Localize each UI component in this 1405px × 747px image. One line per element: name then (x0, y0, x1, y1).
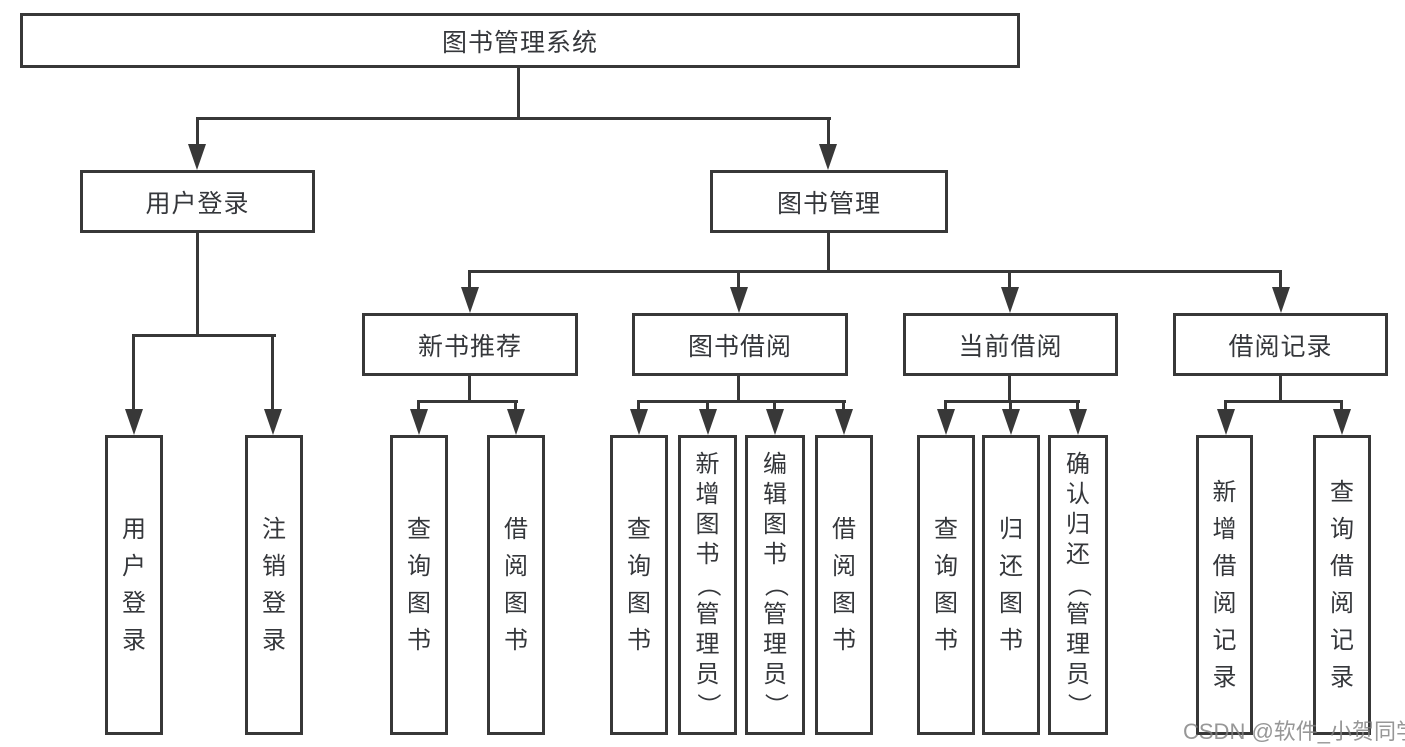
arrow-to-current-borrow (1001, 287, 1019, 313)
node-new-book-recommend: 新书推荐 (362, 313, 578, 376)
arrow-to-br-add (1217, 409, 1235, 435)
connector-to-bb-borrow (842, 400, 845, 412)
arrow-to-book-borrow (730, 287, 748, 313)
leaf-newbook-query-books: 查询图书 (390, 435, 448, 735)
leaf-records-add-record: 新增借阅记录 (1196, 435, 1253, 735)
arrow-to-cb-confirm (1069, 409, 1087, 435)
leaf-borrow-edit-books-admin: 编辑图书（管理员） (745, 435, 805, 735)
connector-root-stem (517, 66, 520, 120)
connector-new-book-stem (468, 374, 471, 403)
connector-to-leaf-user-login (132, 334, 135, 412)
connector-book-borrow-hline (637, 400, 846, 403)
node-book-management: 图书管理 (710, 170, 948, 233)
connector-new-book-hline (417, 400, 518, 403)
arrow-to-bb-query (630, 409, 648, 435)
connector-to-user-login (196, 117, 199, 147)
arrow-to-cb-return (1002, 409, 1020, 435)
leaf-borrow-query-books: 查询图书 (610, 435, 668, 735)
connector-to-nb-query (417, 400, 420, 412)
leaf-newbook-borrow-books: 借阅图书 (487, 435, 545, 735)
connector-to-bb-edit (773, 400, 776, 412)
connector-book-mgmt-hline (468, 270, 1282, 273)
node-user-login: 用户登录 (80, 170, 315, 233)
leaf-borrow-borrow-books: 借阅图书 (815, 435, 873, 735)
leaf-current-return-books: 归还图书 (982, 435, 1040, 735)
connector-book-mgmt-stem (827, 232, 830, 273)
connector-to-br-add (1224, 400, 1227, 412)
arrow-to-user-login (188, 144, 206, 170)
arrow-to-leaf-user-login (125, 409, 143, 435)
node-borrow-records: 借阅记录 (1173, 313, 1388, 376)
connector-level1-hline (196, 117, 831, 120)
connector-to-book-mgmt (827, 117, 830, 147)
leaf-current-confirm-return-admin: 确认归还（管理员） (1048, 435, 1108, 735)
connector-to-bb-add (706, 400, 709, 412)
connector-to-cb-query (944, 400, 947, 412)
arrow-to-new-book-rec (461, 287, 479, 313)
node-root-library-system: 图书管理系统 (20, 13, 1020, 68)
connector-to-current-borrow (1008, 270, 1011, 290)
arrow-to-book-mgmt (819, 144, 837, 170)
connector-to-borrow-records (1279, 270, 1282, 290)
connector-user-login-hline (132, 334, 276, 337)
arrow-to-cb-query (937, 409, 955, 435)
arrow-to-nb-borrow (507, 409, 525, 435)
arrow-to-nb-query (410, 409, 428, 435)
arrow-to-bb-borrow (835, 409, 853, 435)
csdn-watermark: CSDN @软件_小贺同学 (1183, 719, 1405, 744)
leaf-current-query-books: 查询图书 (917, 435, 975, 735)
node-book-borrow: 图书借阅 (632, 313, 848, 376)
connector-to-bb-query (637, 400, 640, 412)
connector-to-book-borrow (737, 270, 740, 290)
connector-records-stem (1279, 374, 1282, 403)
leaf-borrow-add-books-admin: 新增图书（管理员） (678, 435, 737, 735)
connector-to-new-book-rec (468, 270, 471, 290)
connector-records-hline (1224, 400, 1343, 403)
connector-user-login-stem (196, 232, 199, 337)
connector-book-borrow-stem (737, 374, 740, 403)
leaf-user-login: 用户登录 (105, 435, 163, 735)
arrow-to-bb-edit (766, 409, 784, 435)
connector-current-stem (1008, 374, 1011, 403)
connector-to-nb-borrow (514, 400, 517, 412)
leaf-logout: 注销登录 (245, 435, 303, 735)
connector-to-br-query (1340, 400, 1343, 412)
connector-current-hline (944, 400, 1080, 403)
arrow-to-borrow-records (1272, 287, 1290, 313)
connector-to-cb-confirm (1076, 400, 1079, 412)
connector-to-leaf-logout (271, 334, 274, 412)
node-current-borrow: 当前借阅 (903, 313, 1118, 376)
leaf-records-query-record: 查询借阅记录 (1313, 435, 1371, 735)
arrow-to-leaf-logout (264, 409, 282, 435)
arrow-to-bb-add (699, 409, 717, 435)
connector-to-cb-return (1009, 400, 1012, 412)
arrow-to-br-query (1333, 409, 1351, 435)
